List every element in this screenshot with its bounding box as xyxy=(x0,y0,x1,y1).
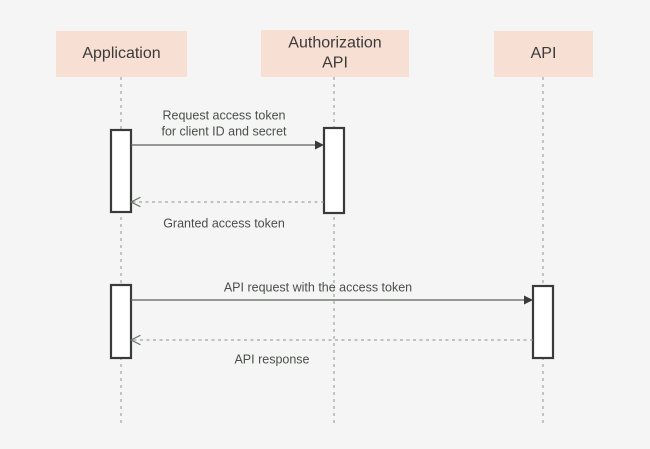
activation-bar-api-activation-1 xyxy=(531,284,555,360)
participant-label-application: Application xyxy=(82,45,160,62)
participant-box-authorization-api xyxy=(261,30,409,77)
message-api-response[interactable]: API response xyxy=(130,334,533,367)
participant-label-authorization-api-line2: API xyxy=(322,55,348,72)
participant-label-api: API xyxy=(531,45,557,62)
message-label-request-access-token-line2: for client ID and secret xyxy=(161,124,287,138)
arrowhead-filled-icon-request-access-token xyxy=(315,140,324,150)
activations-layer xyxy=(109,126,555,360)
message-granted-access-token[interactable]: Granted access token xyxy=(130,196,324,231)
message-label-api-request-with-access-token: API request with the access token xyxy=(224,280,412,294)
activation-bar-authorization-api-activation-1 xyxy=(322,126,346,215)
message-label-api-response: API response xyxy=(234,352,309,366)
message-label-request-access-token: Request access token xyxy=(163,108,286,122)
arrowhead-open-icon-granted-access-token xyxy=(130,196,141,208)
activation-bar-application-activation-1 xyxy=(109,128,133,214)
message-request-access-token[interactable]: Request access token for client ID and se… xyxy=(131,108,324,150)
participant-box-application xyxy=(56,31,187,77)
arrowhead-open-icon-api-response xyxy=(130,334,141,346)
participant-api[interactable]: API xyxy=(494,31,593,77)
participant-box-api xyxy=(494,31,593,77)
messages-layer: Request access token for client ID and se… xyxy=(130,108,533,367)
message-label-granted-access-token: Granted access token xyxy=(163,216,285,230)
participant-application[interactable]: Application xyxy=(56,31,187,77)
participant-label-authorization-api: Authorization xyxy=(288,35,381,52)
activation-bar-application-activation-2 xyxy=(109,283,133,360)
arrowhead-filled-icon-api-request-with-access-token xyxy=(524,295,533,305)
message-api-request-with-access-token[interactable]: API request with the access token xyxy=(131,280,533,305)
